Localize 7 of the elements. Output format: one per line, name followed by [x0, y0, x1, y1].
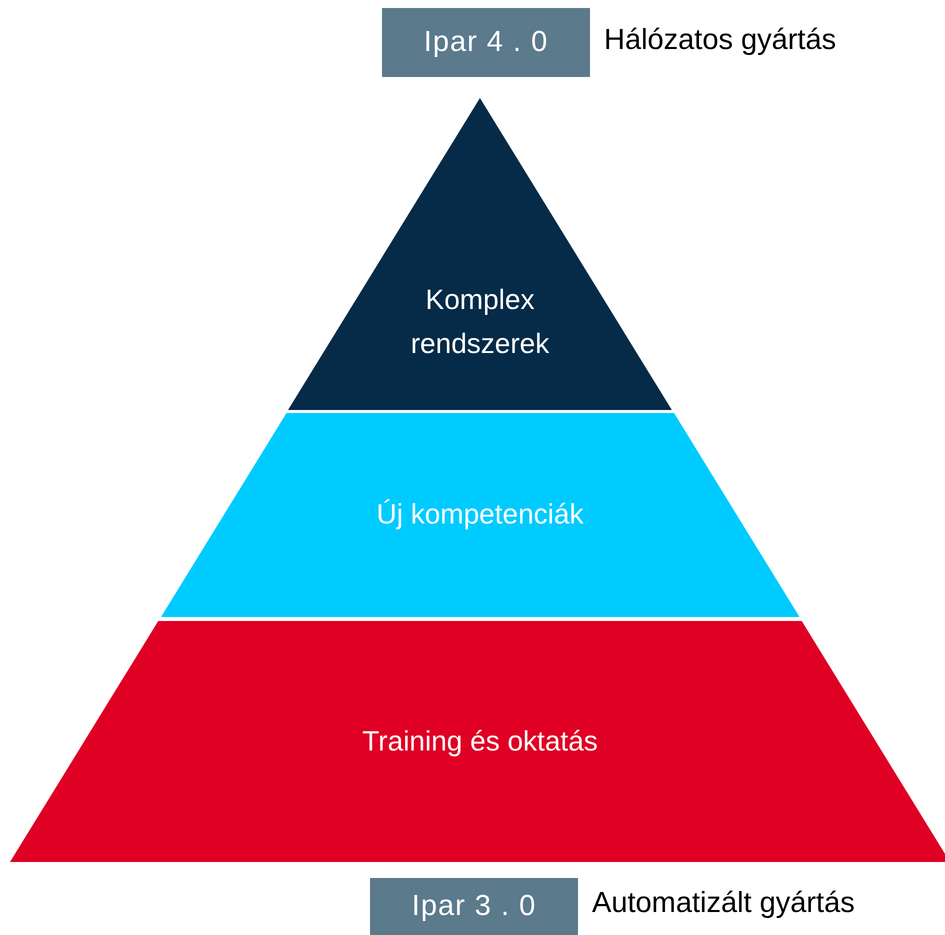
- tier-label: Új kompetenciák: [375, 498, 584, 532]
- level-caption: Hálózatos gyártás: [604, 24, 836, 57]
- label-box: Ipar 4 . 0: [382, 8, 590, 77]
- label-box: Ipar 3 . 0: [370, 878, 578, 935]
- level-caption: Automatizált gyártás: [592, 887, 855, 920]
- tier-label: Training és oktatás: [361, 724, 599, 758]
- tier-label: Komplex rendszerek: [410, 282, 550, 362]
